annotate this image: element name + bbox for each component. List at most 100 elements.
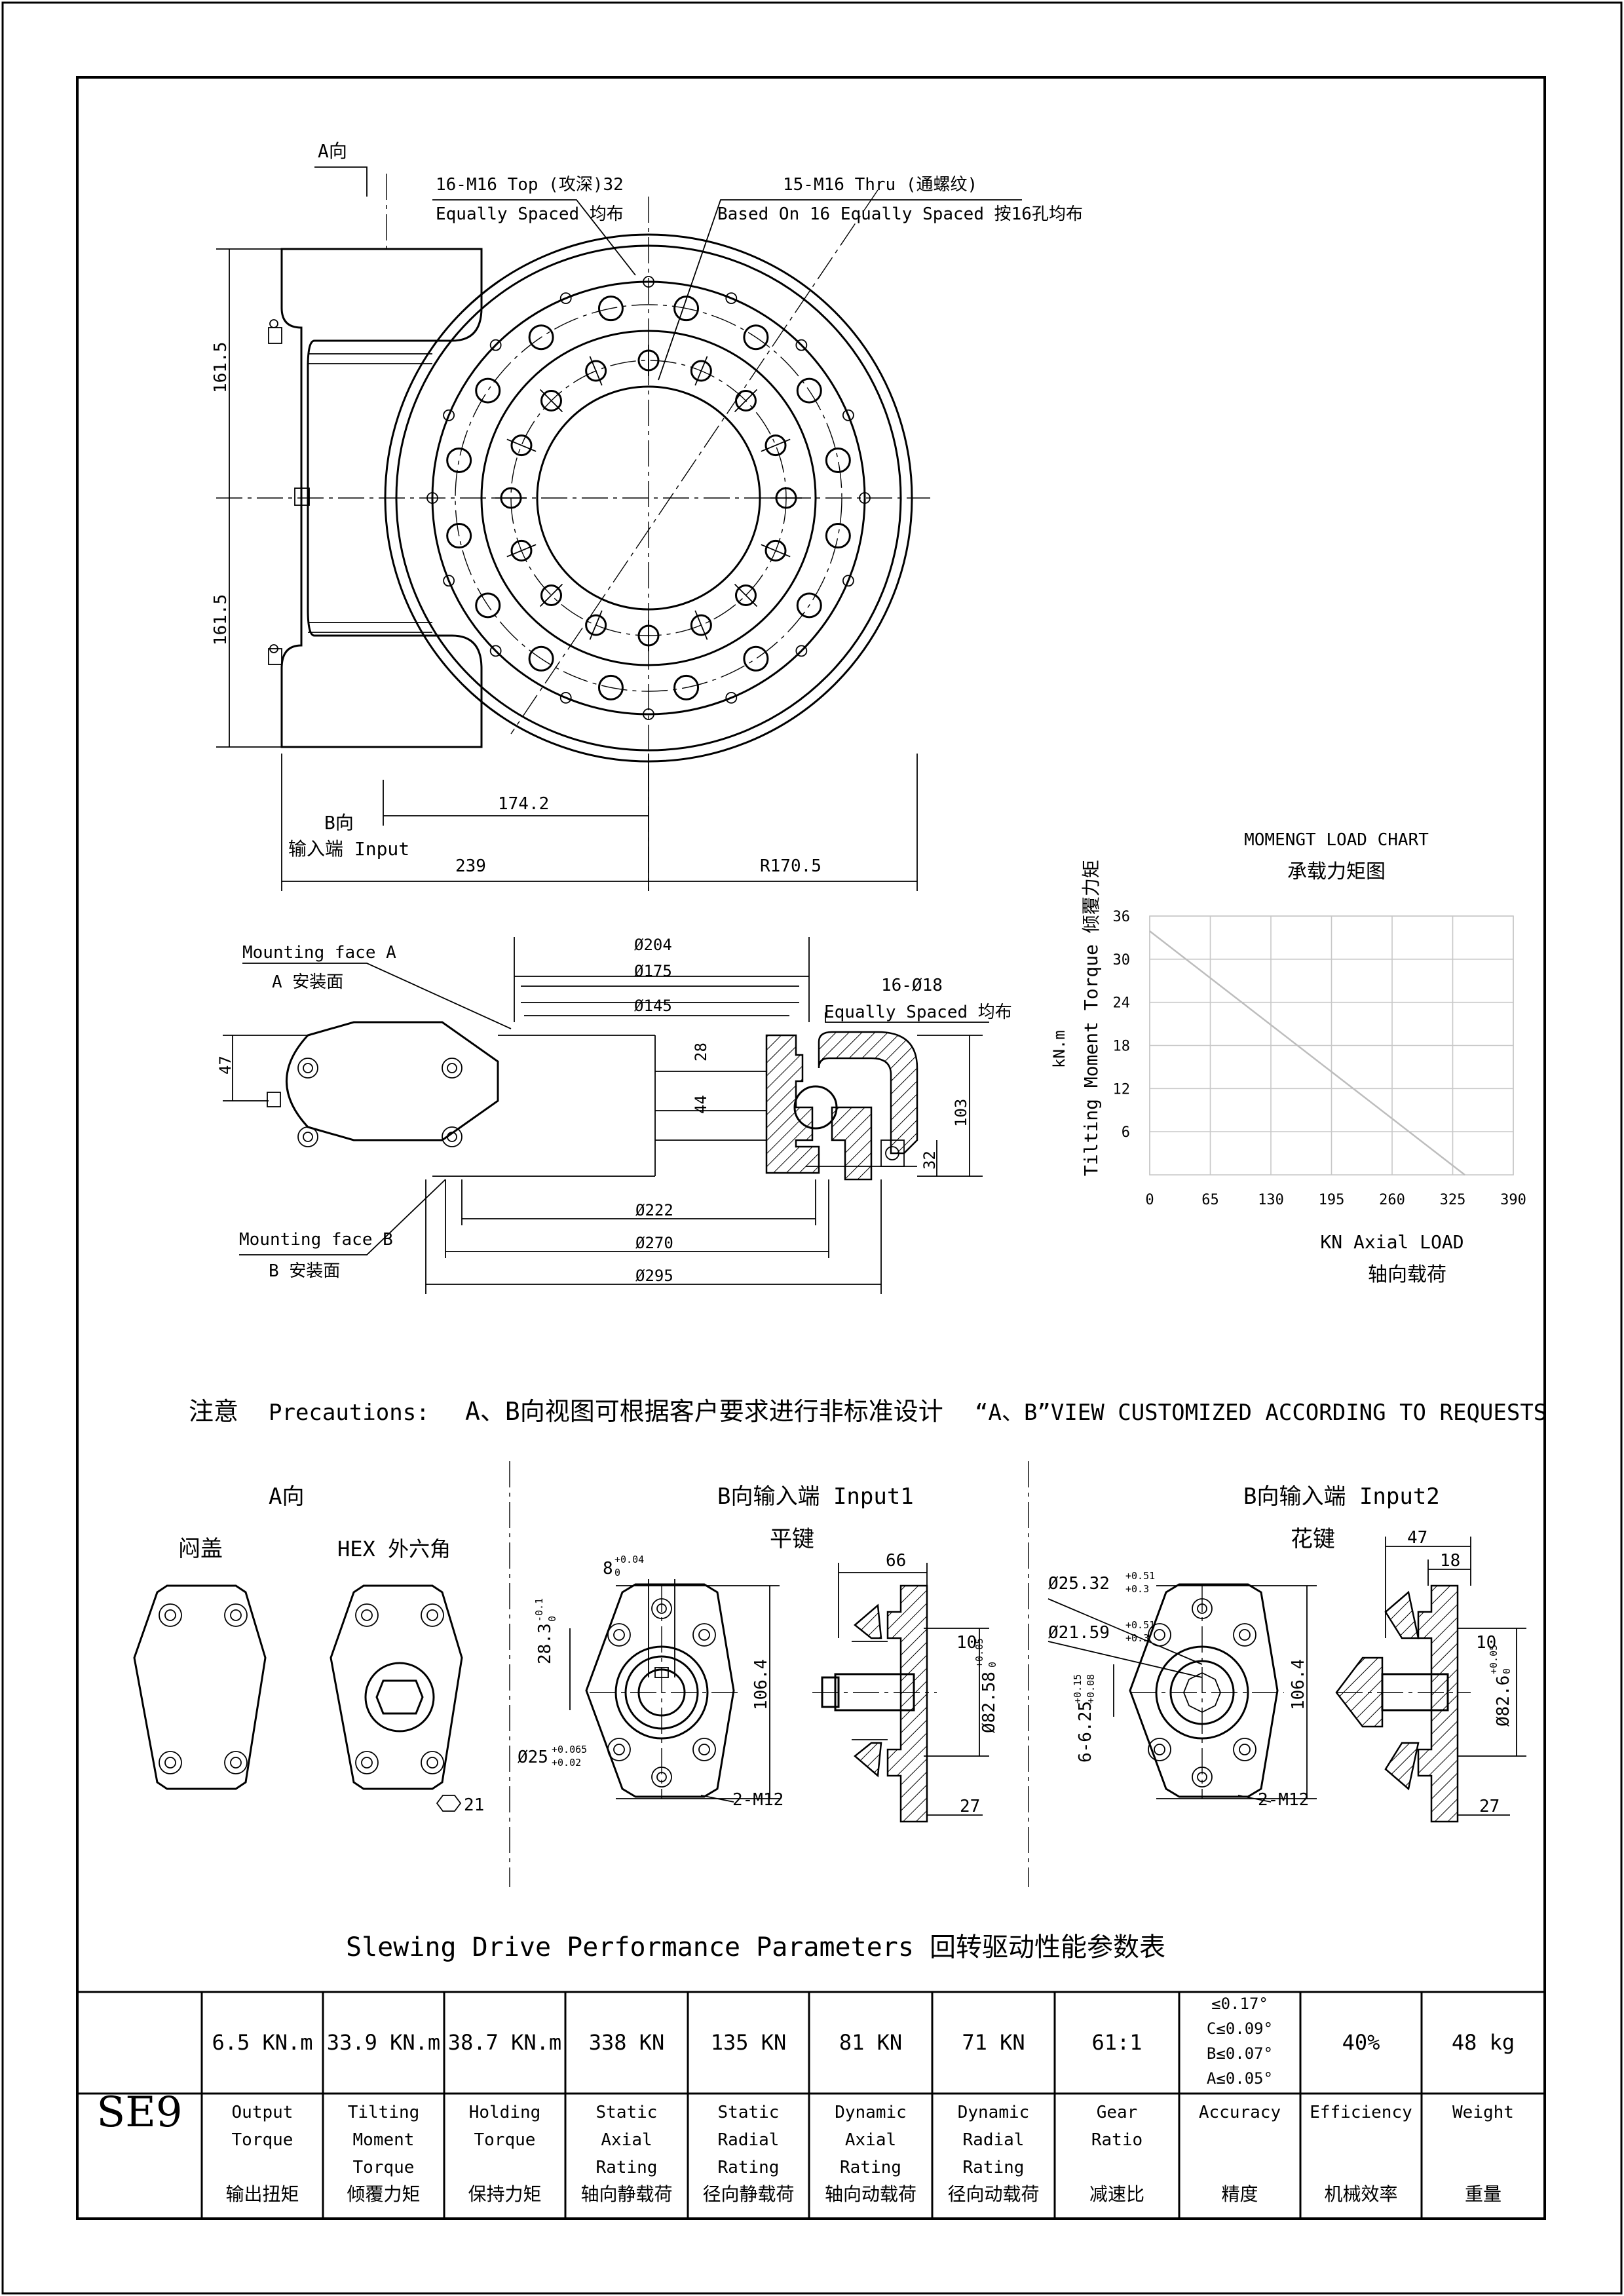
table-header-en: Weight xyxy=(1452,2103,1514,2122)
input1-dim-10: 10 xyxy=(956,1633,977,1653)
input1-dim-28-3-tol-upper: -0.1 xyxy=(533,1598,545,1622)
input1-dim-66: 66 xyxy=(886,1551,906,1571)
dim-d204: Ø204 xyxy=(634,936,672,954)
table-header-en: Radial xyxy=(718,2130,780,2150)
input2-dim-106-4: 106.4 xyxy=(1289,1659,1308,1710)
ring-mark xyxy=(859,492,871,504)
outer-bolt-hole xyxy=(825,523,851,549)
table-header-cn: 精度 xyxy=(1221,2183,1258,2205)
view-b-label: B向 xyxy=(324,812,354,833)
outer-bolt-hole xyxy=(673,296,700,322)
input2-spline-major: Ø25.32 xyxy=(1048,1574,1110,1594)
chart-ylabel: Tilting Moment Torque 倾覆力矩 xyxy=(1080,860,1102,1176)
input1-thread: 2-M12 xyxy=(732,1790,784,1810)
dim-174-2: 174.2 xyxy=(498,794,549,814)
ring-mark xyxy=(842,575,854,587)
input1-dim-82-58: Ø82.58 xyxy=(979,1672,999,1733)
hex-size: 21 xyxy=(464,1795,484,1815)
table-value: 338 KN xyxy=(589,2030,665,2055)
table-header-cn: 径向动载荷 xyxy=(947,2183,1039,2205)
input2-spline-teeth-tol-lower: +0.08 xyxy=(1085,1674,1097,1704)
dim-d270: Ø270 xyxy=(635,1234,673,1252)
dim-equally-spaced: Equally Spaced 均布 xyxy=(824,1003,1012,1022)
chart-title: MOMENGT LOAD CHART xyxy=(1244,830,1429,850)
inner-bolt-hole xyxy=(510,434,533,457)
chart-series xyxy=(1149,930,1465,1176)
table-header-en: Axial xyxy=(601,2130,652,2150)
table-header-en: Accuracy xyxy=(1199,2103,1281,2122)
input2-thread: 2-M12 xyxy=(1258,1790,1309,1810)
chart-xlabel-cn: 轴向载荷 xyxy=(1368,1263,1446,1286)
precautions-label-cn: 注意 xyxy=(189,1397,238,1426)
inner-bolt-hole xyxy=(690,360,712,382)
input2-front-drawing xyxy=(1048,1583,1317,1803)
outer-bolt-hole xyxy=(743,324,769,351)
input2-dim-47: 47 xyxy=(1407,1528,1427,1548)
hole-mark xyxy=(761,438,791,452)
table-header-en: Gear xyxy=(1097,2103,1138,2122)
hole-callout-1-line1: 16-M16 Top (攻深)32 xyxy=(436,175,624,195)
ring-mark xyxy=(795,339,808,351)
outer-bolt-hole xyxy=(446,447,472,473)
ring-mark xyxy=(559,691,572,704)
input1-key-width-tol-upper: +0.04 xyxy=(614,1554,644,1565)
table-header-cn: 径向静载荷 xyxy=(702,2183,794,2205)
hole-mark xyxy=(761,544,791,558)
accuracy-line: C≤0.09° xyxy=(1207,2019,1273,2038)
table-header-en: Torque xyxy=(353,2158,415,2177)
dim-holes-16-18: 16-Ø18 xyxy=(881,976,943,995)
mounting-face-a: Mounting face A xyxy=(242,943,396,963)
input2-dim-82-6-tol-upper: +0.05 xyxy=(1488,1645,1500,1674)
table-header-en: Rating xyxy=(718,2158,780,2177)
inner-bolt-hole xyxy=(734,584,757,606)
chart-xlabel: KN Axial LOAD xyxy=(1320,1231,1463,1253)
dim-161-5-top: 161.5 xyxy=(211,342,231,393)
outer-bolt-hole xyxy=(825,447,851,473)
table-header-en: Rating xyxy=(596,2158,658,2177)
chart-series-line xyxy=(1149,930,1465,1176)
input1-shaft-tol-lower: +0.02 xyxy=(552,1757,581,1769)
inner-bolt-hole xyxy=(540,390,563,412)
dim-d295: Ø295 xyxy=(635,1267,673,1285)
chart-y-tick: 30 xyxy=(1113,952,1131,968)
precautions-text-en: “A、B”VIEW CUSTOMIZED ACCORDING TO REQUES… xyxy=(975,1400,1547,1426)
precautions-label-en: Precautions: xyxy=(269,1400,430,1426)
outer-bolt-hole xyxy=(528,324,554,351)
chart-x-tick: 390 xyxy=(1500,1192,1526,1208)
outer-bolt-hole xyxy=(743,645,769,672)
table-header-cn: 保持力矩 xyxy=(468,2183,541,2205)
section-view xyxy=(223,937,989,1294)
table-value: 33.9 KN.m xyxy=(327,2030,440,2055)
table-value: 61:1 xyxy=(1091,2030,1142,2055)
input2-dim-27: 27 xyxy=(1479,1797,1500,1816)
input1-shaft-dia: Ø25 xyxy=(518,1748,548,1767)
chart-grid xyxy=(1149,915,1514,1176)
input1-key-width-tol-lower: 0 xyxy=(614,1567,620,1578)
input1-dim-106-4: 106.4 xyxy=(751,1659,771,1710)
table-header-en: Dynamic xyxy=(958,2103,1030,2122)
ring-mark xyxy=(643,276,654,288)
input2-spline-minor-tol-upper: +0.51 xyxy=(1125,1619,1155,1631)
top-view xyxy=(216,166,1022,891)
hole-mark xyxy=(506,544,537,558)
dim-44: 44 xyxy=(692,1095,710,1114)
inner-bolt-holes xyxy=(495,345,802,651)
outer-bolt-holes xyxy=(426,276,871,720)
inner-bolt-hole xyxy=(510,539,533,562)
ring-mark xyxy=(643,708,654,720)
chart-x-tick: 195 xyxy=(1319,1192,1345,1208)
table-header-en: Ratio xyxy=(1091,2130,1142,2150)
mounting-face-b: Mounting face B xyxy=(239,1230,393,1250)
inner-bolt-hole xyxy=(734,390,757,412)
a-view-title: A向 xyxy=(269,1483,304,1510)
outer-bolt-hole xyxy=(475,592,501,619)
cover-label: 闷盖 xyxy=(178,1536,223,1562)
outer-bolt-hole xyxy=(475,377,501,404)
table-value: 38.7 KN.m xyxy=(448,2030,561,2055)
table-header-en: Holding xyxy=(469,2103,541,2122)
table-header-en: Static xyxy=(596,2103,658,2122)
input2-title: B向输入端 Input2 xyxy=(1243,1483,1440,1510)
chart-x-tick: 0 xyxy=(1145,1192,1154,1208)
inner-bolt-hole xyxy=(540,584,563,606)
view-a-label: A向 xyxy=(318,140,347,162)
